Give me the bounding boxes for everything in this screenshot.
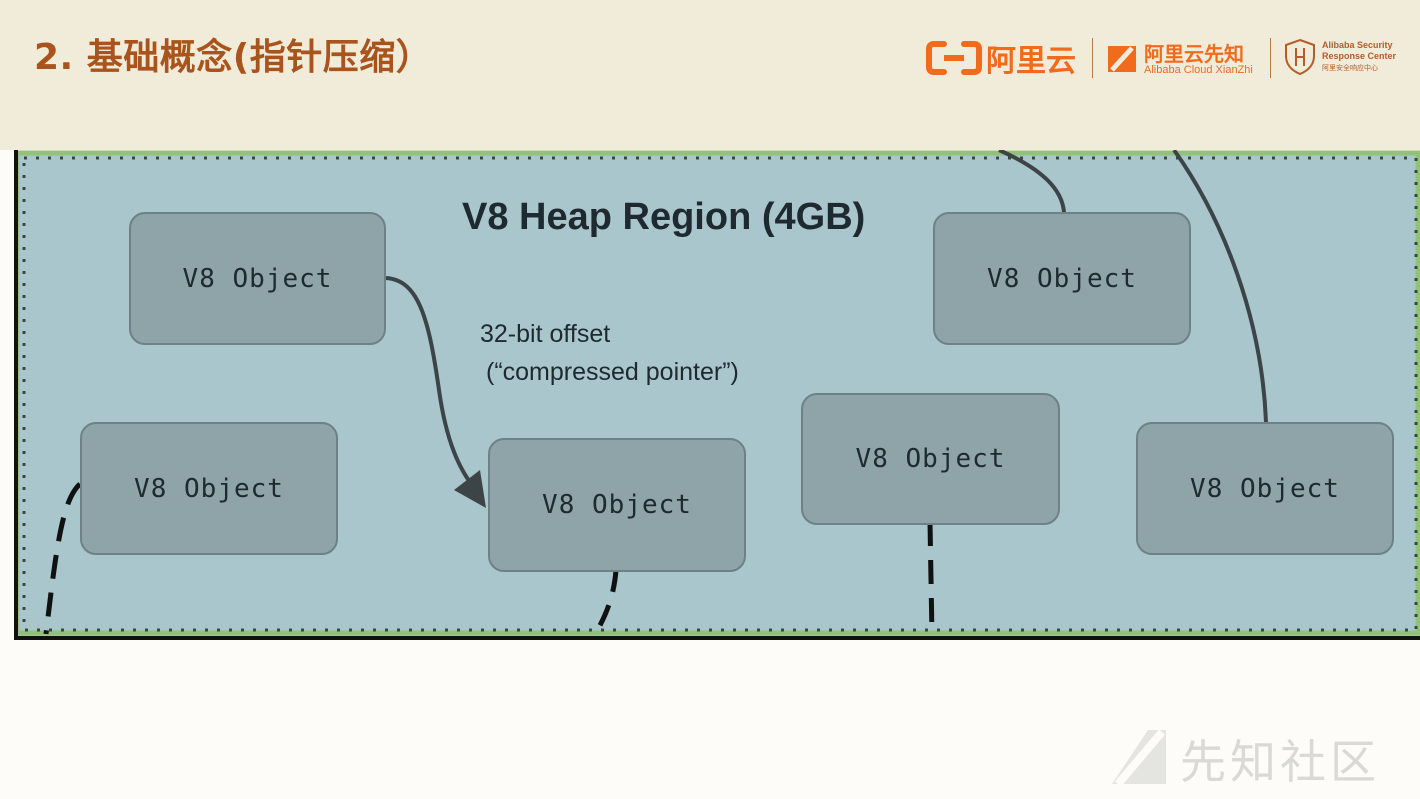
v8-object: V8 Object [488, 438, 746, 572]
aliyun-logo-text: 阿里云 [986, 44, 1076, 79]
watermark: 先知社区 [1108, 722, 1408, 792]
xianzhi-logo-subtext: Alibaba Cloud XianZhi [1144, 64, 1253, 76]
aliyun-bracket-icon [926, 41, 982, 75]
shield-icon [1285, 38, 1315, 76]
heap-diagram: V8 Heap Region (4GB) 32-bit offset (“com… [14, 150, 1420, 642]
pointer-arrowhead [454, 470, 486, 508]
v8-object-label: V8 Object [182, 263, 333, 294]
v8-object-label: V8 Object [134, 473, 284, 504]
watermark-logo-icon [1112, 729, 1166, 787]
dashed-connector [591, 569, 619, 638]
asrc-logo-line2: Response Center [1322, 51, 1397, 61]
slide-title: 2. 基础概念(指针压缩） [34, 37, 433, 78]
v8-object: V8 Object [933, 212, 1191, 345]
asrc-logo-line1: Alibaba Security [1322, 40, 1393, 50]
logo-divider [1270, 38, 1271, 78]
watermark-text: 先知社区 [1180, 735, 1380, 789]
region-title: V8 Heap Region (4GB) [462, 196, 866, 238]
slide-header: 2. 基础概念(指针压缩） 阿里云 阿里云先知 Alibaba Cloud Xi… [0, 0, 1420, 150]
dashed-connector [927, 521, 935, 637]
v8-object-label: V8 Object [987, 263, 1137, 294]
v8-object-label: V8 Object [542, 490, 692, 520]
asrc-logo-line3: 阿里安全响应中心 [1322, 65, 1378, 72]
v8-object: V8 Object [1136, 422, 1394, 555]
aliyun-logo: 阿里云 [926, 34, 1076, 82]
v8-object: V8 Object [129, 212, 386, 345]
v8-object-label: V8 Object [855, 444, 1006, 474]
v8-object-label: V8 Object [1190, 473, 1340, 504]
connector-line [998, 150, 1066, 213]
pointer-arrow [385, 276, 478, 492]
logo-divider [1092, 38, 1093, 78]
xianzhi-mark-icon [1108, 46, 1136, 72]
offset-label: 32-bit offset [480, 320, 611, 348]
dashed-connector [43, 482, 82, 635]
v8-object: V8 Object [80, 422, 338, 555]
connector-line [1172, 150, 1268, 423]
v8-object: V8 Object [801, 393, 1060, 525]
heap-region-dotted-border [22, 156, 1418, 632]
xianzhi-logo-text: 阿里云先知 [1144, 42, 1244, 66]
logo-group: 阿里云 阿里云先知 Alibaba Cloud XianZhi Alibaba … [926, 34, 1396, 82]
offset-label-sub: (“compressed pointer”) [486, 358, 739, 386]
